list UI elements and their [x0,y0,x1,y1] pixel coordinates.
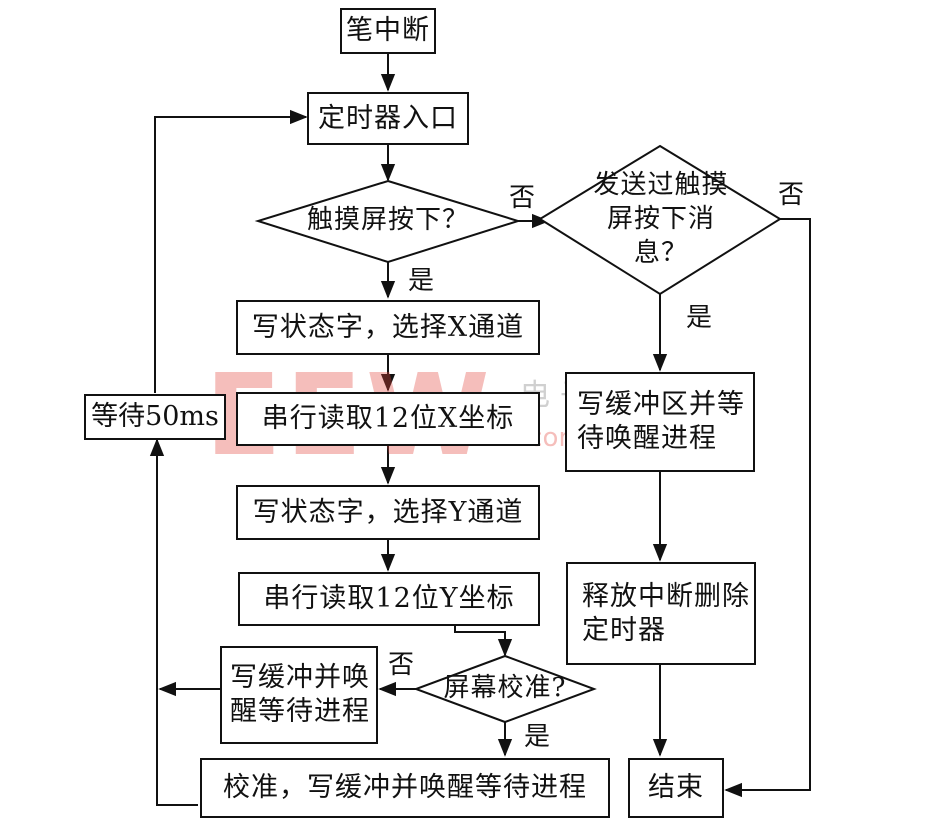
decision-msg: 发送过触摸屏按下消息？ [593,170,729,268]
node-end: 结束 [628,758,724,818]
label-msg-yes: 是 [686,303,713,333]
edge-ready-calib [454,626,513,657]
node-read-x: 串行读取12位X坐标 [236,392,540,446]
label-touch-yes: 是 [408,266,435,296]
node-wait-50ms: 等待50ms [84,394,226,440]
node-start: 笔中断 [340,8,436,54]
label-calib-no: 否 [388,650,415,680]
decision-msg-shape [538,144,782,296]
decision-touch: 触摸屏按下？ [306,205,469,236]
node-write-buffer-wake: 写缓冲并唤醒等待进程 [220,646,378,744]
node-write-status-x: 写状态字，选择X通道 [236,300,540,355]
node-write-buffer-wait: 写缓冲区并等待唤醒进程 [565,372,755,472]
label-touch-no: 否 [509,183,536,213]
node-release-interrupt: 释放中断删除定时器 [566,562,756,665]
node-write-status-y: 写状态字，选择Y通道 [236,485,540,540]
node-calibrate-write: 校准，写缓冲并唤醒等待进程 [200,758,610,818]
node-timer-entry: 定时器入口 [307,92,469,145]
decision-calib-shape [413,654,597,724]
decision-touch-shape [254,179,522,264]
label-msg-no: 否 [778,180,805,210]
decision-calib: 屏幕校准? [443,673,567,704]
node-read-y: 串行读取12位Y坐标 [238,572,540,626]
edge-wait-timer [154,109,308,393]
edge-msg-no [724,218,811,798]
edge-calib-wait [149,438,198,806]
label-calib-yes: 是 [524,722,551,752]
